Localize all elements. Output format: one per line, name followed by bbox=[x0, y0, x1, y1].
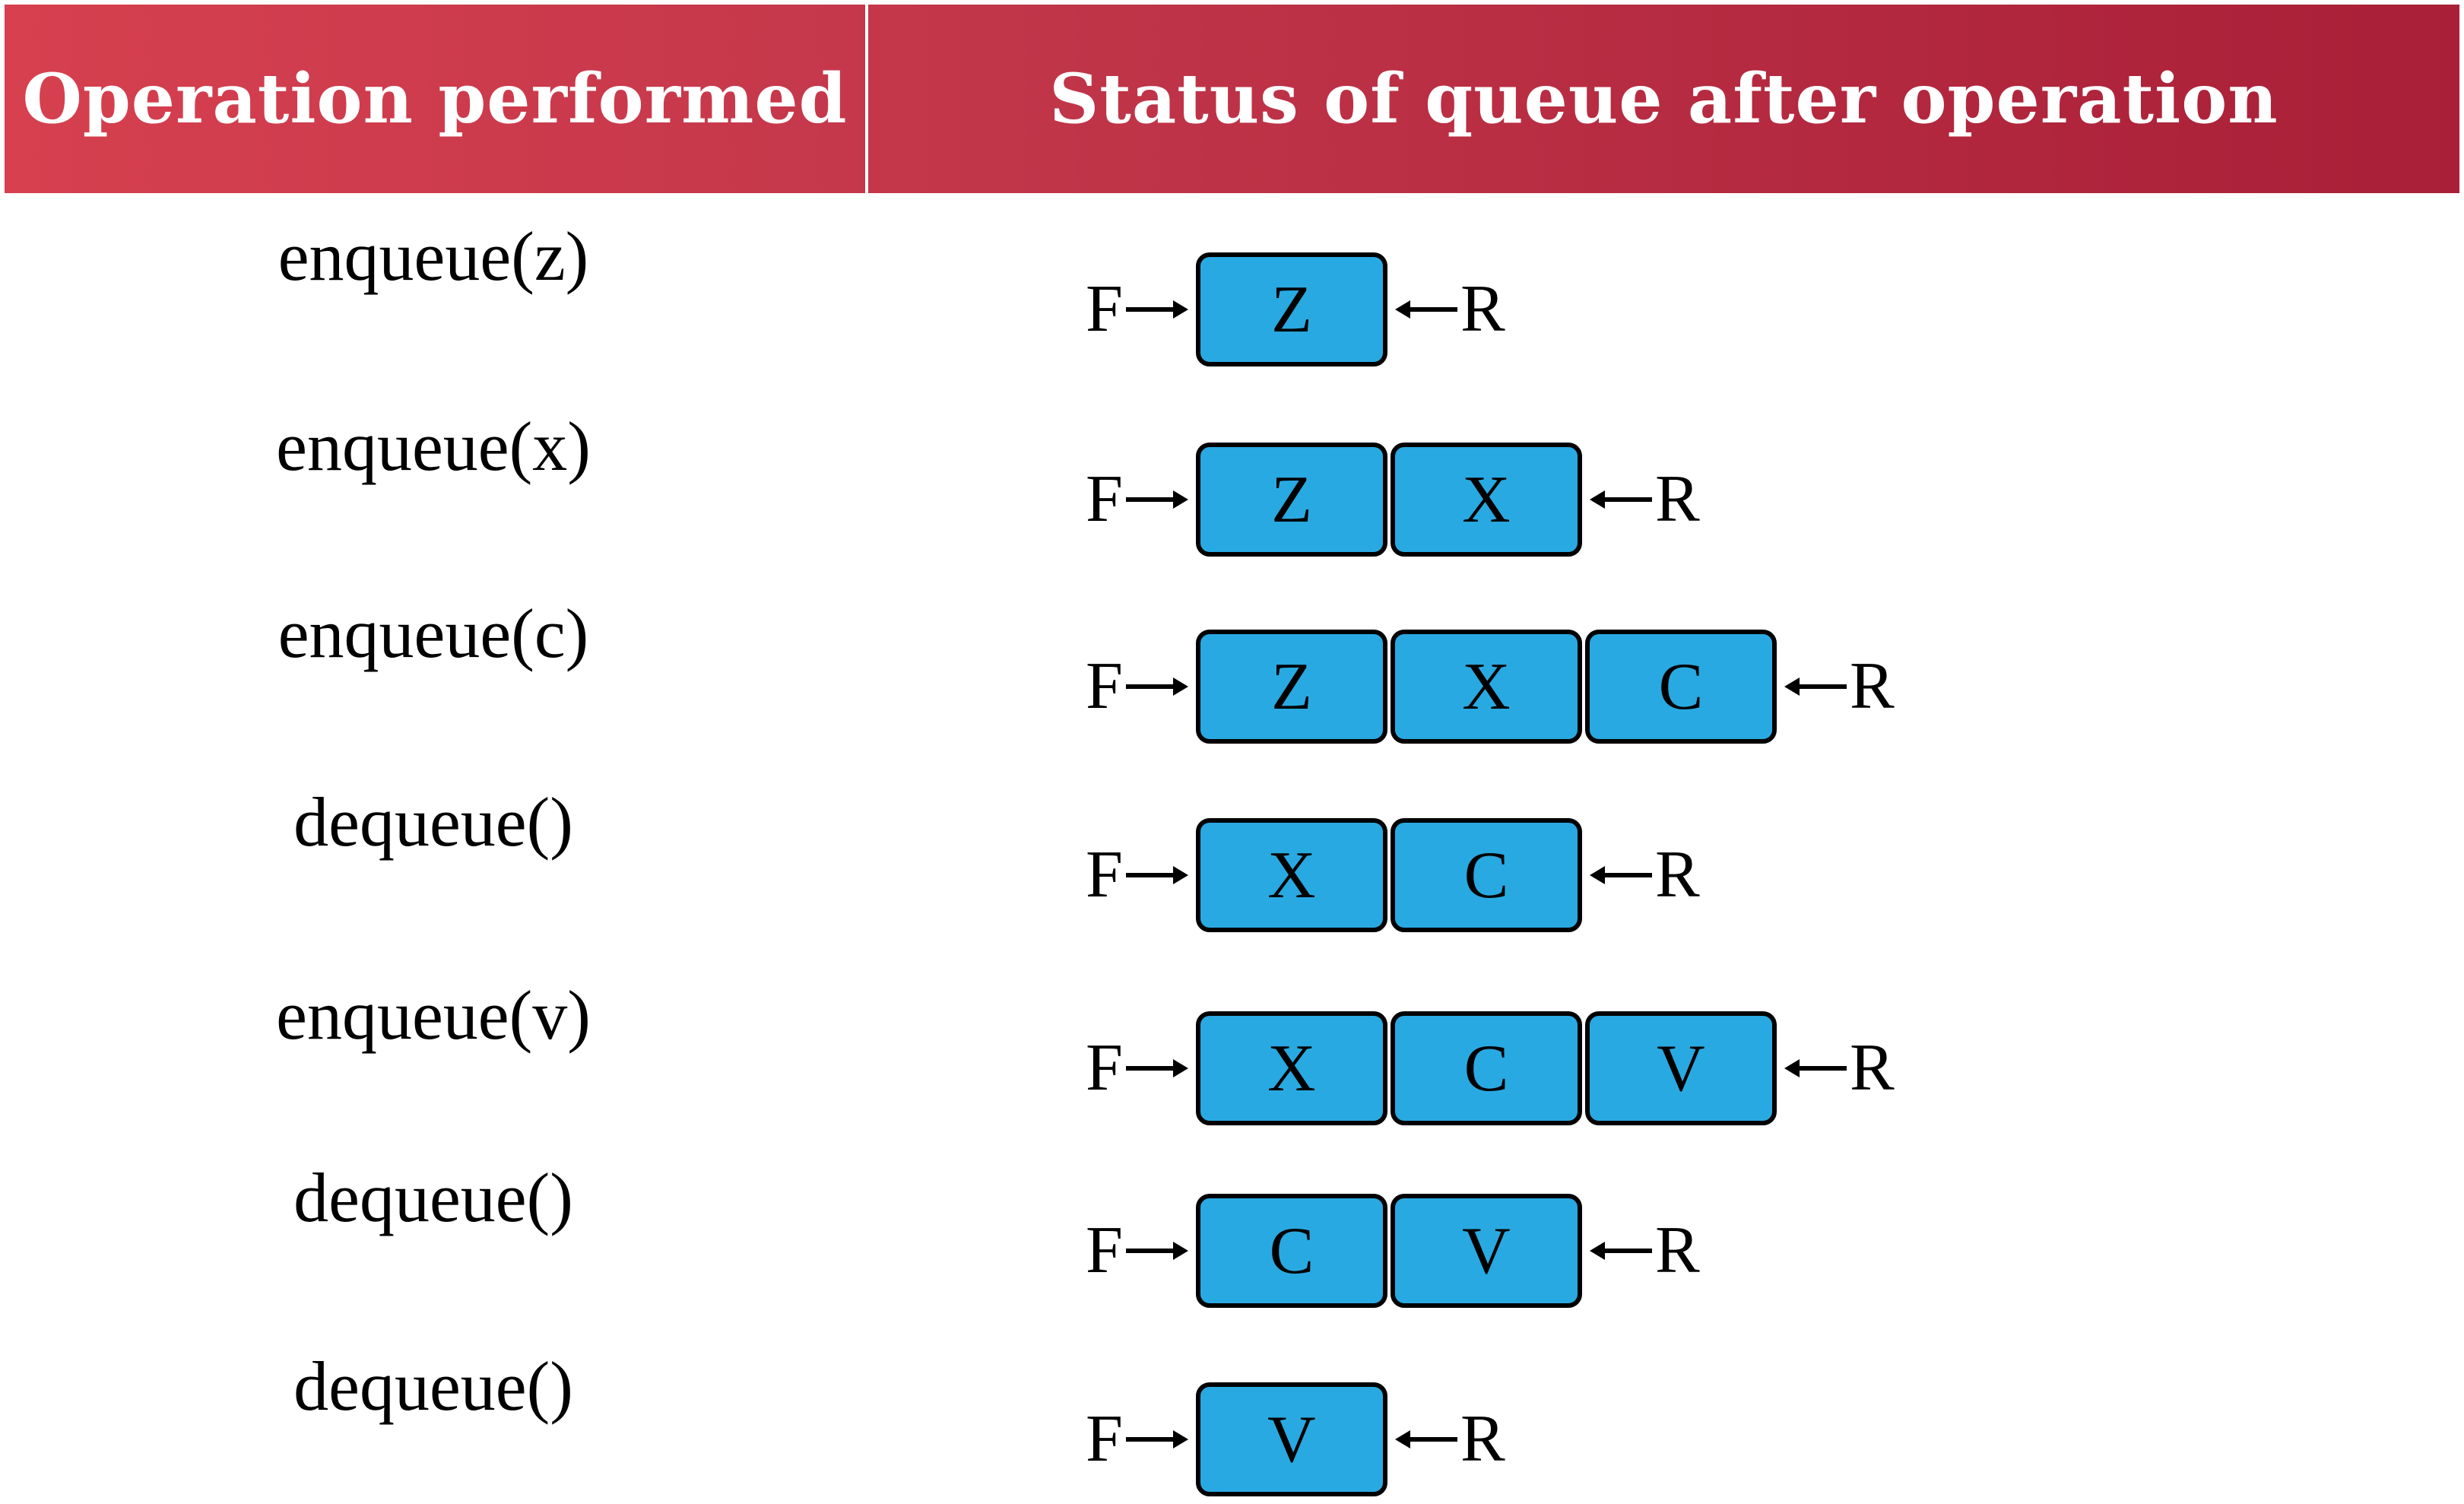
front-arrow-icon bbox=[1123, 484, 1190, 515]
queue-cell: C bbox=[1390, 818, 1582, 932]
front-label: F bbox=[1086, 1402, 1123, 1476]
front-label: F bbox=[1086, 272, 1123, 346]
rear-arrow-icon bbox=[1394, 1424, 1460, 1455]
queue-cells: Z bbox=[1195, 252, 1387, 366]
front-arrow-icon bbox=[1123, 860, 1190, 890]
queue-cell: X bbox=[1390, 443, 1582, 557]
front-arrow-icon bbox=[1123, 294, 1190, 325]
rear-arrow-icon bbox=[1783, 1053, 1850, 1084]
queue-cell: C bbox=[1195, 1194, 1387, 1308]
rear-label: R bbox=[1849, 1031, 1895, 1105]
rear-label: R bbox=[1460, 272, 1505, 346]
front-label: F bbox=[1086, 649, 1123, 723]
queue-cell: V bbox=[1584, 1011, 1777, 1125]
operation-text: enqueue(x) bbox=[276, 408, 591, 485]
rear-label: R bbox=[1654, 462, 1700, 536]
operation-text: dequeue() bbox=[293, 783, 573, 861]
operation-text: enqueue(z) bbox=[277, 217, 589, 295]
front-arrow-icon bbox=[1123, 1053, 1190, 1084]
queue-cell: X bbox=[1390, 630, 1582, 744]
rear-label: R bbox=[1654, 1214, 1700, 1287]
queue-cell: Z bbox=[1195, 252, 1387, 366]
status-column-header: Status of queue after operation bbox=[865, 5, 2459, 193]
queue-cells: V bbox=[1195, 1382, 1387, 1496]
front-arrow-icon bbox=[1123, 1236, 1190, 1266]
operation-column-header: Operation performed bbox=[22, 59, 848, 139]
front-arrow-icon bbox=[1123, 1424, 1190, 1455]
operation-text: enqueue(c) bbox=[277, 595, 589, 672]
front-label: F bbox=[1086, 1214, 1123, 1287]
rear-arrow-icon bbox=[1588, 860, 1655, 890]
queue-cell: Z bbox=[1195, 443, 1387, 557]
front-label: F bbox=[1086, 462, 1123, 536]
queue-cell: X bbox=[1195, 818, 1387, 932]
rear-arrow-icon bbox=[1588, 484, 1655, 515]
table-header: Operation performed Status of queue afte… bbox=[5, 5, 2459, 193]
queue-cell: C bbox=[1390, 1011, 1582, 1125]
front-label: F bbox=[1086, 838, 1123, 912]
rear-label: R bbox=[1849, 649, 1895, 723]
operation-text: dequeue() bbox=[293, 1159, 573, 1236]
queue-cell: V bbox=[1390, 1194, 1582, 1308]
queue-cell: C bbox=[1584, 630, 1777, 744]
front-label: F bbox=[1086, 1031, 1123, 1105]
rear-arrow-icon bbox=[1394, 294, 1460, 325]
rear-label: R bbox=[1460, 1402, 1505, 1476]
rear-arrow-icon bbox=[1783, 671, 1850, 702]
queue-cell: X bbox=[1195, 1011, 1387, 1125]
queue-cell: Z bbox=[1195, 630, 1387, 744]
operation-text: dequeue() bbox=[293, 1347, 573, 1425]
queue-cell: V bbox=[1195, 1382, 1387, 1496]
operation-text: enqueue(v) bbox=[276, 976, 591, 1054]
front-arrow-icon bbox=[1123, 671, 1190, 702]
rear-arrow-icon bbox=[1588, 1236, 1655, 1266]
rear-label: R bbox=[1654, 838, 1700, 912]
